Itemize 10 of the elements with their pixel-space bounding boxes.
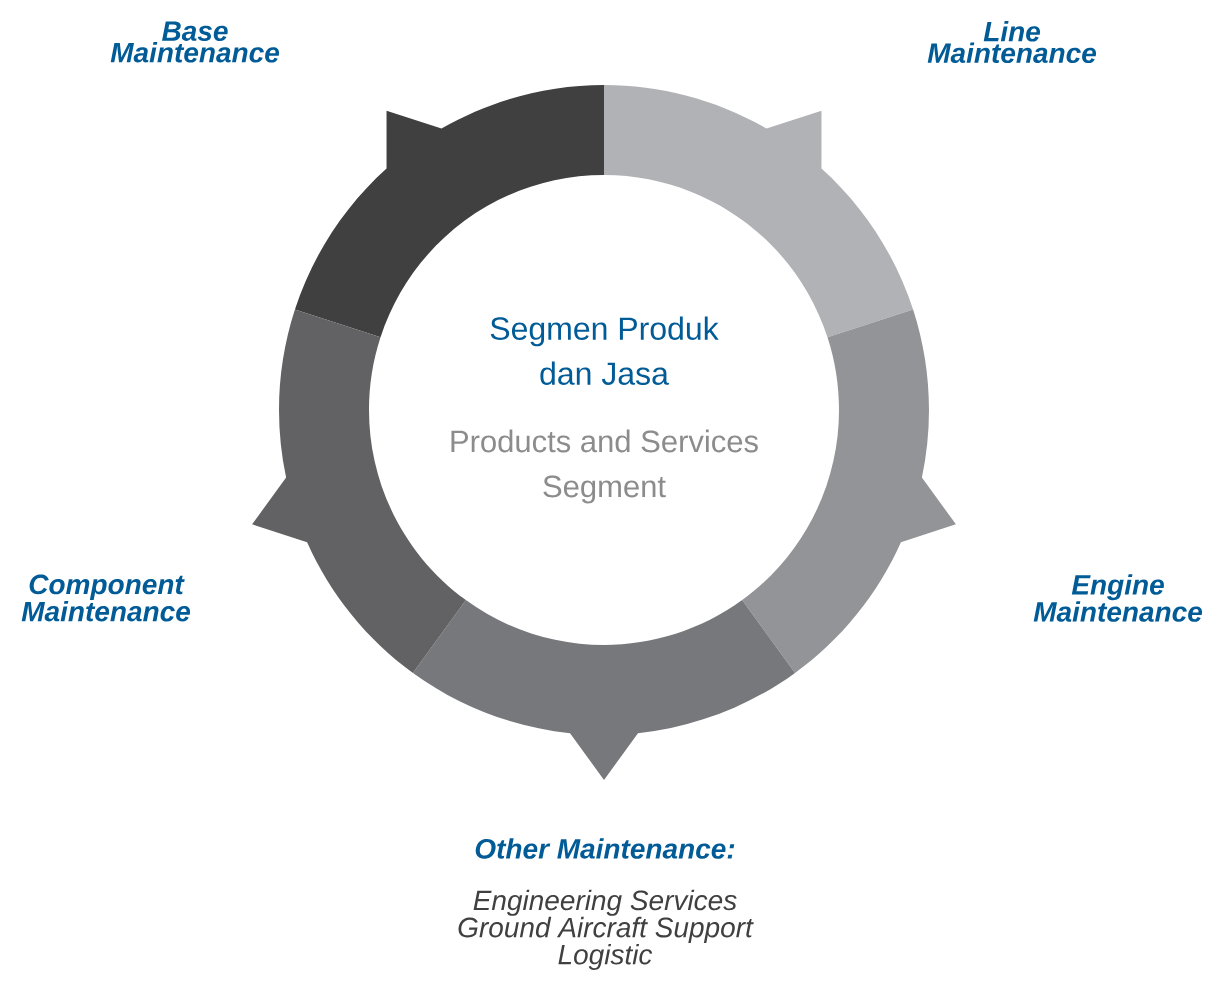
segment-label: Engine Maintenance xyxy=(1033,574,1202,622)
node-label: Logistic xyxy=(558,943,653,971)
node-label: Other Maintenance: xyxy=(475,838,735,859)
center-text: Segmen Produk dan Jasa Products and Services Segment xyxy=(451,316,758,504)
node-label: Ground Aircraft Support xyxy=(458,916,754,943)
segment-label: Line Maintenance xyxy=(927,20,1096,64)
segment-label: Other Maintenance: Engineering Services Ground Aircraft Support Logistic xyxy=(458,838,754,971)
segment-label: Component Maintenance xyxy=(21,574,190,622)
node-label: Engineering Services xyxy=(473,889,737,916)
segment-label: Base Maintenance xyxy=(110,21,279,63)
